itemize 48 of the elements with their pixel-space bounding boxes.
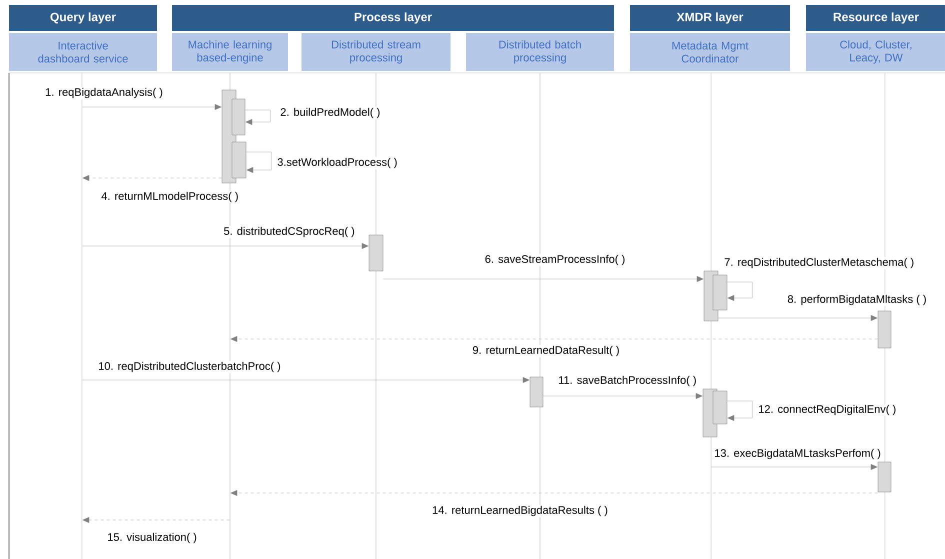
message-arrow	[82, 377, 530, 383]
activation-bar	[878, 462, 892, 492]
message-arrow	[383, 276, 704, 282]
activation-bar	[232, 98, 246, 136]
message-label: 9. returnLearnedDataResult( )	[471, 344, 621, 358]
message-label: 5. distributedCSprocReq( )	[222, 226, 356, 238]
activation-bar	[368, 234, 384, 272]
message-arrow	[230, 490, 878, 496]
message-label: 11. saveBatchProcessInfo( )	[557, 374, 698, 388]
lifeline-header: Cloud, Cluster, Leacy, DW	[806, 33, 945, 71]
message-label: 14. returnLearnedBigdataResults ( )	[431, 504, 609, 518]
lifeline-header: Distributed stream processing	[302, 33, 450, 71]
message-label: 7. reqDistributedClusterMetaschema( )	[723, 256, 916, 270]
message-label: 10. reqDistributedClusterbatchProc( )	[97, 360, 282, 374]
message-arrow	[82, 175, 222, 181]
layer-header: Query layer	[9, 5, 157, 31]
layer-header: Process layer	[172, 5, 614, 31]
message-arrow	[82, 243, 368, 249]
lifeline-header: Distributed batch processing	[466, 33, 614, 71]
layer-header: Resource layer	[806, 5, 945, 31]
activation-bar	[232, 142, 246, 178]
lifeline-header: Interactive dashboard service	[9, 33, 157, 71]
layer-header: XMDR layer	[630, 5, 790, 31]
activation-bar	[712, 274, 728, 310]
message-label: 6. saveStreamProcessInfo( )	[484, 254, 626, 266]
activation-bar	[530, 376, 544, 408]
activation-bar	[712, 390, 728, 424]
message-label: 12. connectReqDigitalEnv( )	[757, 404, 898, 416]
message-arrow	[711, 464, 878, 470]
message-arrow	[727, 282, 752, 301]
lifeline-header: Machine learning based-engine	[172, 33, 288, 71]
message-label: 4. returnMLmodelProcess( )	[100, 190, 240, 204]
message-label: 2. buildPredModel( )	[279, 106, 382, 120]
message-label: 1. reqBigdataAnalysis( )	[44, 86, 164, 100]
message-arrow	[718, 315, 878, 321]
lifeline-header: Metadata Mgmt Coordinator	[630, 33, 790, 71]
message-label: 3.setWorkloadProcess( )	[276, 156, 398, 170]
message-arrow	[246, 152, 272, 173]
message-label: 13. execBigdataMLtasksPerfom( )	[713, 448, 882, 460]
message-arrow	[727, 400, 752, 421]
message-label: 15. visualization( )	[106, 532, 198, 544]
message-label: 8. performBigdataMltasks ( )	[786, 294, 928, 306]
message-arrow	[82, 104, 222, 110]
message-arrow	[82, 517, 230, 523]
activation-bar	[878, 310, 892, 348]
message-arrow	[543, 393, 702, 399]
message-arrow	[230, 336, 878, 342]
message-arrow	[245, 110, 270, 125]
